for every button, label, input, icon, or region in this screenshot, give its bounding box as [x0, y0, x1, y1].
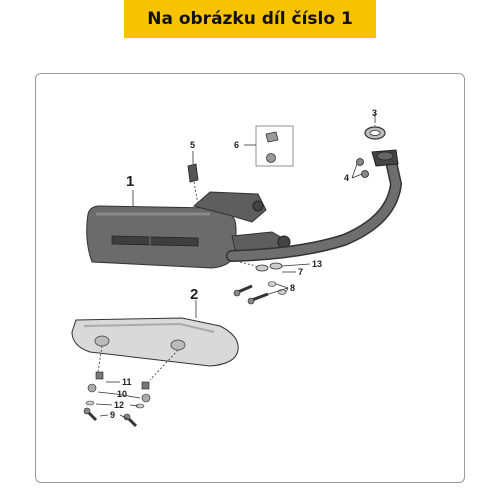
callout-13: 13	[312, 259, 322, 269]
diagram-frame	[35, 73, 465, 483]
callout-12: 12	[114, 400, 124, 410]
callout-5: 5	[190, 140, 195, 150]
callout-8: 8	[290, 283, 295, 293]
callout-10: 10	[117, 389, 127, 399]
callout-1: 1	[126, 173, 134, 190]
callout-6: 6	[234, 140, 239, 150]
callout-3: 3	[372, 108, 377, 118]
plug-box	[244, 125, 294, 167]
callout-9: 9	[110, 410, 115, 420]
callout-7: 7	[298, 267, 303, 277]
heat-shield	[71, 300, 239, 367]
callout-2: 2	[190, 286, 198, 303]
nuts	[351, 158, 369, 179]
banner-text: Na obrázku díl číslo 1	[147, 9, 353, 29]
gasket	[364, 121, 386, 140]
mount-hardware	[233, 261, 311, 305]
callout-11: 11	[122, 377, 132, 387]
banner: Na obrázku díl číslo 1	[124, 0, 376, 38]
callout-4: 4	[344, 173, 349, 183]
bracket	[187, 151, 199, 205]
shield-hardware	[83, 345, 179, 428]
exhaust-pipe	[226, 149, 403, 262]
